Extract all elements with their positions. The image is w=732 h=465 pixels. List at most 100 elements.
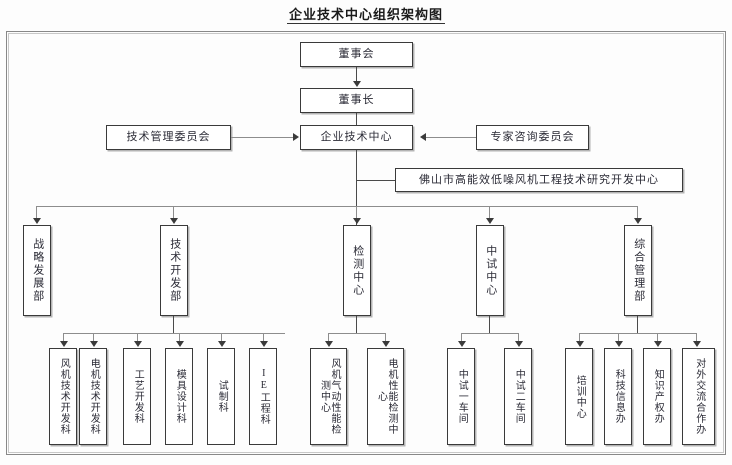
drop-techdev — [173, 206, 174, 219]
drop-mgmt-c2 — [618, 333, 619, 342]
node-child-mold-design[interactable]: 模具设计科 — [165, 348, 193, 445]
node-child-ip-office[interactable]: 知识产权办 — [643, 348, 671, 445]
node-chairman-label: 董事长 — [338, 94, 375, 107]
node-child-pilot-workshop-1[interactable]: 中试一车间 — [447, 348, 475, 445]
node-child-trial-manufacture[interactable]: 试制科 — [207, 348, 235, 445]
drop-testing-c2 — [385, 333, 386, 342]
child-label: 培训中心 — [574, 374, 586, 419]
drop-techdev-c1 — [63, 333, 64, 342]
drop-pilot — [489, 206, 490, 219]
child-label: 对外交流合作办 — [693, 358, 705, 435]
arrow-testing — [353, 218, 361, 224]
dept-management-label: 综合管理部 — [632, 238, 645, 303]
arrow-management — [634, 218, 642, 224]
stem-management — [637, 316, 638, 333]
drop-management — [637, 206, 638, 219]
node-expert-committee[interactable]: 专家咨询委员会 — [476, 125, 589, 150]
arrow-pilot-c2 — [515, 341, 523, 347]
connector-center-to-research — [356, 180, 395, 181]
node-board[interactable]: 董事会 — [300, 42, 413, 67]
drop-pilot-c1 — [461, 333, 462, 342]
bus-departments — [36, 206, 637, 207]
arrow-pilot-c1 — [458, 341, 466, 347]
node-child-fan-aero-test-center[interactable]: 风机气动性能检测中心 — [310, 348, 347, 445]
page-title: 企业技术中心组织架构图 — [0, 4, 732, 24]
drop-mgmt-c4 — [696, 333, 697, 342]
connector-techmgmt-to-center — [231, 137, 293, 138]
node-child-motor-performance-test-center[interactable]: 电机性能检测中心 — [367, 348, 404, 445]
child-label: 工艺开发科 — [132, 369, 144, 424]
arrow-mgmt-c1 — [576, 341, 584, 347]
node-child-sci-tech-info-office[interactable]: 科技信息办 — [604, 348, 632, 445]
arrow-techdev-c3 — [134, 341, 142, 347]
arrow-mgmt-c3 — [654, 341, 662, 347]
node-center-label: 企业技术中心 — [320, 131, 393, 144]
child-label: 中试二车间 — [513, 369, 525, 424]
node-enterprise-technology-center[interactable]: 企业技术中心 — [300, 125, 413, 150]
node-child-process-dev[interactable]: 工艺开发科 — [123, 348, 151, 445]
arrow-strategy — [33, 218, 41, 224]
child-label: 风机技术开发科 — [58, 358, 70, 435]
node-child-pilot-workshop-2[interactable]: 中试二车间 — [504, 348, 532, 445]
child-label: 模具设计科 — [174, 369, 186, 424]
child-label: IE工程科 — [258, 368, 270, 425]
node-research-center[interactable]: 佛山市高能效低噪风机工程技术研究开发中心 — [395, 168, 683, 192]
node-dept-management[interactable]: 综合管理部 — [624, 225, 652, 316]
arrow-techdev — [170, 218, 178, 224]
arrow-mgmt-c2 — [615, 341, 623, 347]
arrow-mgmt-c4 — [693, 341, 701, 347]
node-child-ie-engineering[interactable]: IE工程科 — [249, 348, 277, 445]
drop-strategy — [36, 206, 37, 219]
dept-pilot-label: 中试中心 — [484, 244, 497, 297]
bus-pilot — [461, 333, 518, 334]
spine-center-to-departments — [356, 150, 357, 226]
arrow-pilot — [486, 218, 494, 224]
drop-techdev-c2 — [93, 333, 94, 342]
connector-board-to-chairman — [356, 67, 357, 82]
drop-testing-c1 — [328, 333, 329, 342]
drop-techdev-c5 — [221, 333, 222, 342]
bus-techdev — [63, 333, 285, 334]
child-label: 风机气动性能检测中心 — [318, 358, 341, 435]
arrow-techdev-c6 — [260, 341, 268, 347]
page-title-text: 企业技术中心组织架构图 — [286, 7, 445, 24]
node-expert-label: 专家咨询委员会 — [490, 131, 575, 144]
node-research-center-label: 佛山市高能效低噪风机工程技术研究开发中心 — [419, 173, 659, 186]
drop-techdev-c6 — [263, 333, 264, 342]
child-label: 电机技术开发科 — [88, 358, 100, 435]
child-label: 知识产权办 — [652, 369, 664, 424]
child-label: 试制科 — [216, 380, 228, 413]
child-label: 科技信息办 — [613, 369, 625, 424]
node-dept-testing[interactable]: 检测中心 — [343, 225, 371, 316]
node-child-external-cooperation-office[interactable]: 对外交流合作办 — [682, 348, 715, 445]
connector-chairman-to-center — [356, 113, 357, 126]
node-tech-management-committee[interactable]: 技术管理委员会 — [106, 125, 231, 150]
drop-techdev-c3 — [137, 333, 138, 342]
arrow-techdev-c5 — [218, 341, 226, 347]
node-chairman[interactable]: 董事长 — [300, 88, 413, 113]
node-child-fan-tech-dev[interactable]: 风机技术开发科 — [49, 348, 77, 445]
bus-testing — [328, 333, 385, 334]
node-dept-pilot[interactable]: 中试中心 — [476, 225, 504, 316]
arrow-techdev-c1 — [60, 341, 68, 347]
bus-management — [579, 333, 696, 334]
node-dept-techdev[interactable]: 技术开发部 — [160, 225, 188, 316]
dept-techdev-label: 技术开发部 — [168, 238, 181, 303]
node-child-motor-tech-dev[interactable]: 电机技术开发科 — [79, 348, 107, 445]
connector-expert-to-center — [426, 137, 476, 138]
dept-testing-label: 检测中心 — [351, 244, 364, 297]
drop-testing — [356, 206, 357, 219]
node-board-label: 董事会 — [338, 48, 375, 61]
node-dept-strategy[interactable]: 战略发展部 — [23, 225, 51, 316]
child-label: 中试一车间 — [456, 369, 468, 424]
drop-pilot-c2 — [518, 333, 519, 342]
stem-testing — [356, 316, 357, 333]
drop-techdev-c4 — [179, 333, 180, 342]
node-child-training-center[interactable]: 培训中心 — [565, 348, 593, 445]
arrow-techdev-c4 — [176, 341, 184, 347]
arrow-testing-c2 — [382, 341, 390, 347]
stem-techdev — [173, 316, 174, 333]
drop-mgmt-c3 — [657, 333, 658, 342]
stem-pilot — [489, 316, 490, 333]
